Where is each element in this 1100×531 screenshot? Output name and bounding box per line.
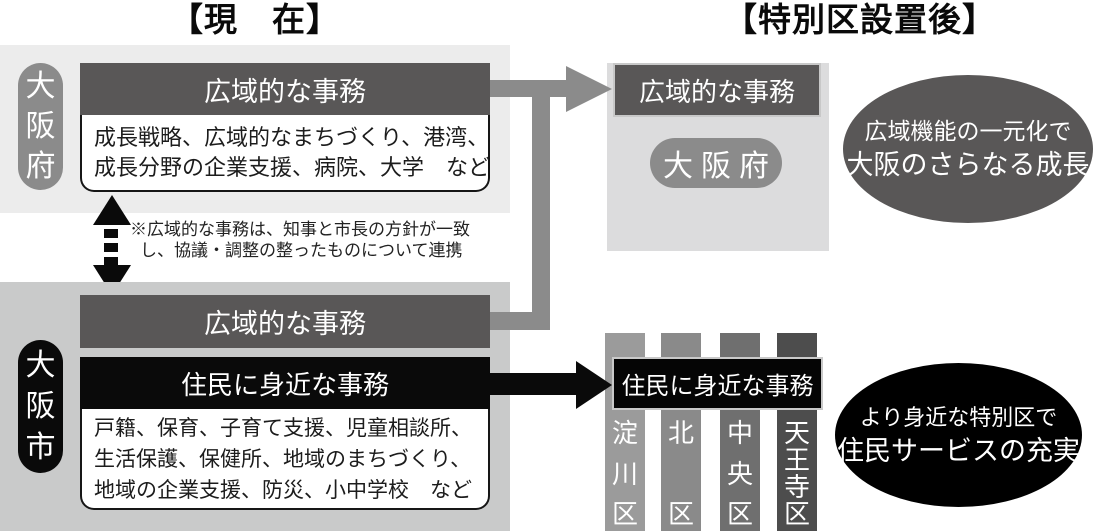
dashed-arrow-segment: [104, 229, 118, 238]
dashed-arrow-segment: [104, 257, 118, 266]
prefecture-pill: 大阪府: [18, 63, 63, 190]
city-local-affairs-header: 住民に身近な事務: [80, 357, 490, 409]
title-after: 【特別区設置後】: [724, 1, 996, 38]
prefecture-affairs-line: 成長戦略、広域的なまちづくり、港湾、: [94, 125, 490, 150]
prefecture-wide-affairs-header: 広域的な事務: [80, 63, 490, 115]
dashed-arrow-segment: [104, 243, 118, 252]
city-affairs-line: 戸籍、保育、子育て支援、児童相談所、: [94, 417, 472, 440]
city-pill: 大阪市: [18, 340, 63, 473]
ward-bar-label: 中央区: [726, 418, 753, 529]
black-arrowhead-icon: [576, 361, 612, 409]
city-affairs-line: 地域の企業支援、防災、小中学校 など: [94, 479, 472, 502]
dashed-arrow-up-icon: [93, 195, 131, 225]
ward-bar-label: 天王寺区: [783, 418, 810, 529]
title-current: 【現 在】: [170, 1, 340, 38]
cooperation-note-line: し、協議・調整の整ったものについて連携: [140, 241, 463, 260]
gray-arrow-shaft-bottom: [490, 312, 550, 330]
after-local-affairs-header: 住民に身近な事務: [612, 357, 823, 410]
prefecture-affairs-line: 成長分野の企業支援、病院、大学 など: [94, 155, 491, 180]
city-wide-affairs-header: 広域的な事務: [80, 295, 490, 348]
ward-bar-label: 淀川区: [611, 418, 638, 529]
prefecture-affairs-list: 成長戦略、広域的なまちづくり、港湾、 成長分野の企業支援、病院、大学 など: [80, 115, 490, 192]
gray-arrowhead-icon: [566, 66, 612, 112]
black-arrow-shaft: [490, 373, 576, 395]
city-affairs-line: 生活保護、保健所、地域のまちづくり、: [94, 448, 472, 471]
service-ellipse-line: 住民サービスの充実: [837, 435, 1080, 466]
city-affairs-list: 戸籍、保育、子育て支援、児童相談所、 生活保護、保健所、地域のまちづくり、 地域…: [80, 409, 490, 510]
growth-ellipse-line: 広域機能の一元化で: [864, 118, 1072, 144]
cooperation-note-line: ※広域的な事務は、知事と市長の方針が一致: [130, 220, 470, 239]
growth-ellipse-line: 大阪のさらなる成長: [846, 150, 1090, 180]
cooperation-note: ※広域的な事務は、知事と市長の方針が一致 し、協議・調整の整ったものについて連携: [130, 219, 470, 261]
ward-bar-label: 北区: [667, 418, 694, 529]
service-ellipse: より身近な特別区で 住民サービスの充実: [835, 363, 1082, 507]
growth-ellipse: 広域機能の一元化で 大阪のさらなる成長: [843, 75, 1093, 223]
gray-arrow-shaft-top: [490, 80, 566, 97]
gray-arrow-vertical-bar: [532, 86, 550, 330]
after-prefecture-pill: 大阪府: [650, 138, 782, 188]
service-ellipse-line: より身近な特別区で: [859, 404, 1058, 430]
after-wide-affairs-header: 広域的な事務: [613, 63, 821, 117]
